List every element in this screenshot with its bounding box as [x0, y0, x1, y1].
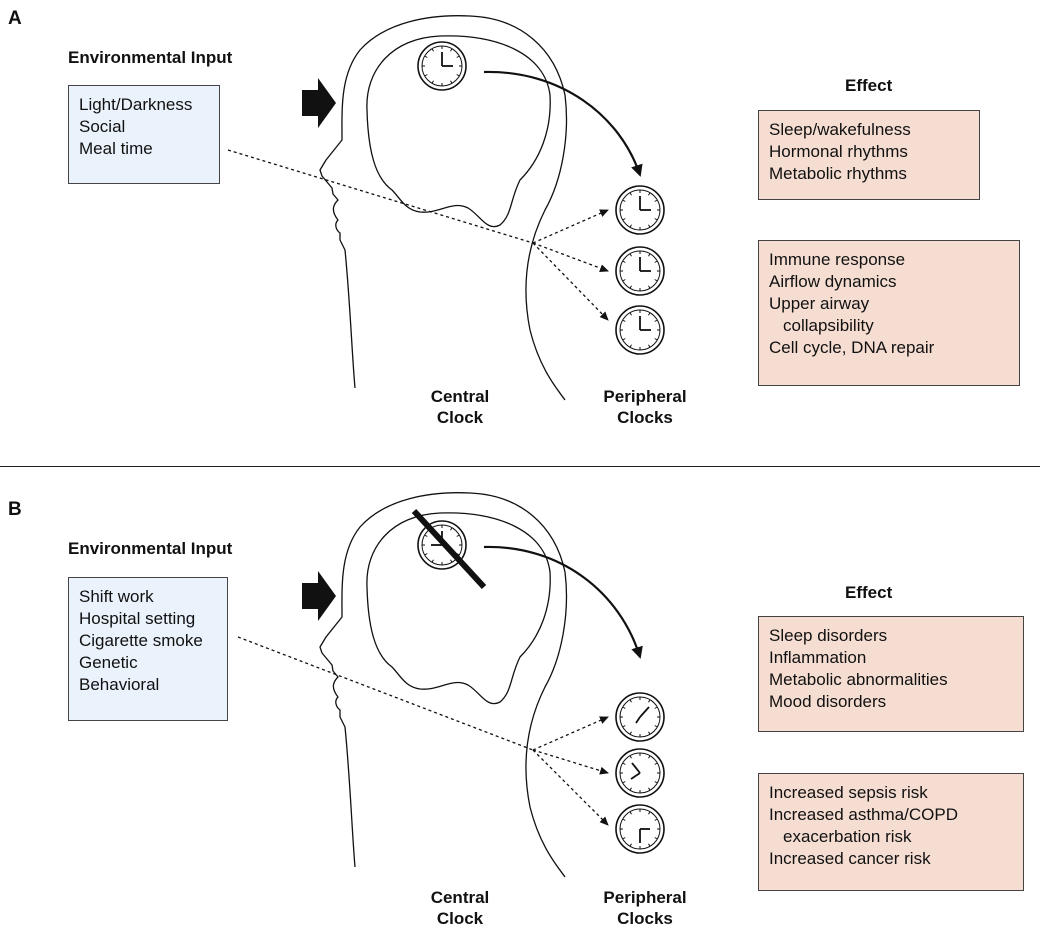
- effect-item: Sleep/wakefulness: [769, 120, 911, 139]
- caption-line: Clock: [436, 909, 484, 928]
- arrow-right-icon: [302, 571, 336, 621]
- panel-divider: [0, 466, 1040, 467]
- panel-letter: A: [8, 8, 22, 29]
- environmental-dotted-line: [237, 636, 534, 751]
- effect-item: Metabolic abnormalities: [769, 670, 948, 689]
- caption-line: Central: [430, 387, 490, 406]
- effect-item: exacerbation risk: [783, 827, 912, 846]
- peripheral-clocks-label: Peripheral Clocks: [585, 386, 705, 428]
- effect-item: collapsibility: [783, 316, 874, 335]
- dotted-branch-line: [532, 209, 609, 244]
- central-to-peripheral-arrow: [483, 70, 643, 177]
- peripheral-clocks-label: Peripheral Clocks: [585, 887, 705, 929]
- peripheral-effects-box: Immune response Airflow dynamics Upper a…: [758, 240, 1020, 386]
- clock-icon: [615, 305, 665, 355]
- head-silhouette-icon: [319, 15, 568, 401]
- panel-letter: B: [8, 499, 22, 520]
- effect-title: Effect: [845, 583, 893, 602]
- peripheral-effects-box: Increased sepsis risk Increased asthma/C…: [758, 773, 1024, 891]
- central-effects-box: Sleep/wakefulness Hormonal rhythms Metab…: [758, 110, 980, 200]
- dotted-branch-line: [532, 242, 609, 321]
- effect-item: Increased asthma/COPD: [769, 805, 958, 824]
- effect-item: Airflow dynamics: [769, 272, 897, 291]
- effect-item: Increased cancer risk: [769, 849, 931, 868]
- environmental-dotted-line: [227, 149, 534, 244]
- effect-item: Immune response: [769, 250, 906, 269]
- input-item: Light/Darkness: [79, 95, 193, 114]
- input-item: Social: [79, 117, 126, 136]
- environmental-input-title: Environmental Input: [68, 48, 233, 67]
- central-to-peripheral-arrow: [483, 545, 643, 659]
- head-silhouette-icon: [319, 492, 568, 878]
- panel-b-diagram: [237, 492, 665, 878]
- panel-b: B Environmental Input Shift work Hospita…: [0, 467, 1040, 933]
- effect-title: Effect: [845, 76, 893, 95]
- effect-item: Cell cycle, DNA repair: [769, 338, 935, 357]
- effect-item: Hormonal rhythms: [769, 142, 908, 161]
- clock-icon: [615, 692, 665, 742]
- panel-a: A Environmental Input Light/Darkness Soc…: [0, 0, 1040, 466]
- caption-line: Peripheral: [603, 387, 687, 406]
- input-item: Behavioral: [79, 675, 160, 694]
- dotted-branch-line: [532, 749, 609, 826]
- clock-icon: [615, 185, 665, 235]
- panel-a-diagram: [227, 15, 665, 401]
- effect-item: Sleep disorders: [769, 626, 888, 645]
- caption-line: Clocks: [617, 909, 673, 928]
- input-item: Cigarette smoke: [79, 631, 203, 650]
- clock-icon: [615, 804, 665, 854]
- dotted-branch-line: [532, 242, 609, 272]
- effect-item: Mood disorders: [769, 692, 887, 711]
- effect-item: Upper airway: [769, 294, 870, 313]
- input-item: Genetic: [79, 653, 138, 672]
- caption-line: Clocks: [617, 408, 673, 427]
- arrow-right-icon: [302, 78, 336, 128]
- dotted-branch-line: [532, 716, 609, 751]
- input-item: Shift work: [79, 587, 154, 606]
- input-item: Hospital setting: [79, 609, 196, 628]
- clock-icon: [615, 748, 665, 798]
- effect-item: Increased sepsis risk: [769, 783, 928, 802]
- environmental-input-box: Shift work Hospital setting Cigarette sm…: [68, 577, 228, 721]
- clock-icon: [417, 41, 467, 91]
- central-clock-label: Central Clock: [410, 386, 510, 428]
- caption-line: Clock: [436, 408, 484, 427]
- central-effects-box: Sleep disorders Inflammation Metabolic a…: [758, 616, 1024, 732]
- dotted-branch-line: [532, 749, 609, 775]
- central-clock-label: Central Clock: [410, 887, 510, 929]
- caption-line: Peripheral: [603, 888, 687, 907]
- environmental-input-title: Environmental Input: [68, 539, 233, 558]
- disrupted-clock-slash: [411, 508, 487, 590]
- effect-item: Metabolic rhythms: [769, 164, 907, 183]
- clock-icon: [615, 246, 665, 296]
- effect-item: Inflammation: [769, 648, 867, 667]
- caption-line: Central: [430, 888, 490, 907]
- input-item: Meal time: [79, 139, 153, 158]
- environmental-input-box: Light/Darkness Social Meal time: [68, 85, 220, 184]
